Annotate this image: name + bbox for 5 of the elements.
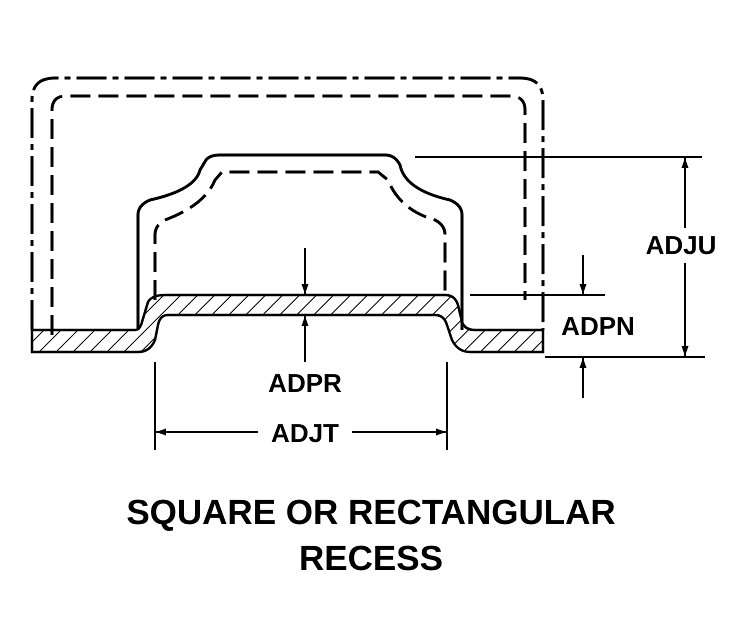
caption: SQUARE OR RECTANGULAR RECESS xyxy=(125,492,617,580)
dimension-label: ADJT xyxy=(271,418,339,448)
dimension-label: ADJU xyxy=(646,230,716,260)
dimension-label: ADPN xyxy=(561,311,635,341)
dimension-label: ADPR xyxy=(268,368,342,398)
